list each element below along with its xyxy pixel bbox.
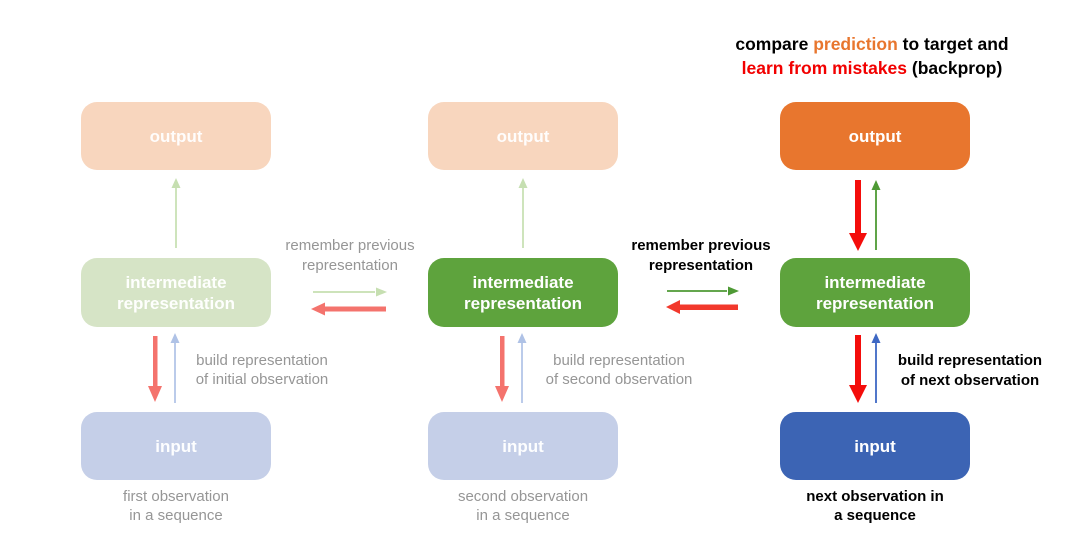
input-label-step3: input (854, 436, 896, 456)
forward-arrow-intermediate-to-output-step1 (170, 178, 182, 248)
forward-arrow-intermediate-to-output-step3 (870, 180, 882, 250)
input-box-step2: input (428, 412, 618, 480)
backprop-arrow-output-to-intermediate-step3 (848, 180, 868, 251)
backprop-arrow-step3-to-step2 (666, 300, 738, 314)
annotation-learn-words: learn from mistakes (741, 58, 908, 78)
backprop-annotation: compare prediction to target and learn f… (660, 32, 1077, 80)
forward-arrow-input-to-intermediate-step2 (516, 333, 528, 403)
backprop-arrow-intermediate-to-input-step3 (848, 335, 868, 403)
input-label-step1: input (155, 436, 197, 456)
intermediate-box-step1: intermediate representation (81, 258, 271, 327)
annotation-line-2: learn from mistakes (backprop) (741, 58, 1003, 78)
intermediate-label-step2: intermediate representation (463, 272, 583, 313)
forward-arrow-intermediate-to-output-step2 (517, 178, 529, 248)
forward-arrow-input-to-intermediate-step3 (870, 333, 882, 403)
input-box-step1: input (81, 412, 271, 480)
annotation-prediction-word: prediction (813, 34, 898, 54)
output-label-step3: output (848, 126, 902, 146)
output-box-step3: output (780, 102, 970, 170)
backprop-arrow-intermediate-to-input-step2 (494, 336, 510, 402)
backprop-arrow-intermediate-to-input-step1 (147, 336, 163, 402)
forward-arrow-step1-to-step2 (313, 286, 387, 298)
backprop-arrow-step2-to-step1 (311, 302, 386, 316)
intermediate-label-step3: intermediate representation (815, 272, 935, 313)
intermediate-box-step2: intermediate representation (428, 258, 618, 327)
output-box-step2: output (428, 102, 618, 170)
intermediate-label-step1: intermediate representation (116, 272, 236, 313)
annotation-line-1: compare prediction to target and (735, 34, 1009, 54)
output-box-step1: output (81, 102, 271, 170)
intermediate-box-step3: intermediate representation (780, 258, 970, 327)
forward-arrow-step2-to-step3 (667, 285, 739, 297)
output-label-step2: output (496, 126, 550, 146)
output-label-step1: output (149, 126, 203, 146)
forward-arrow-input-to-intermediate-step1 (169, 333, 181, 403)
input-box-step3: input (780, 412, 970, 480)
input-label-step2: input (502, 436, 544, 456)
